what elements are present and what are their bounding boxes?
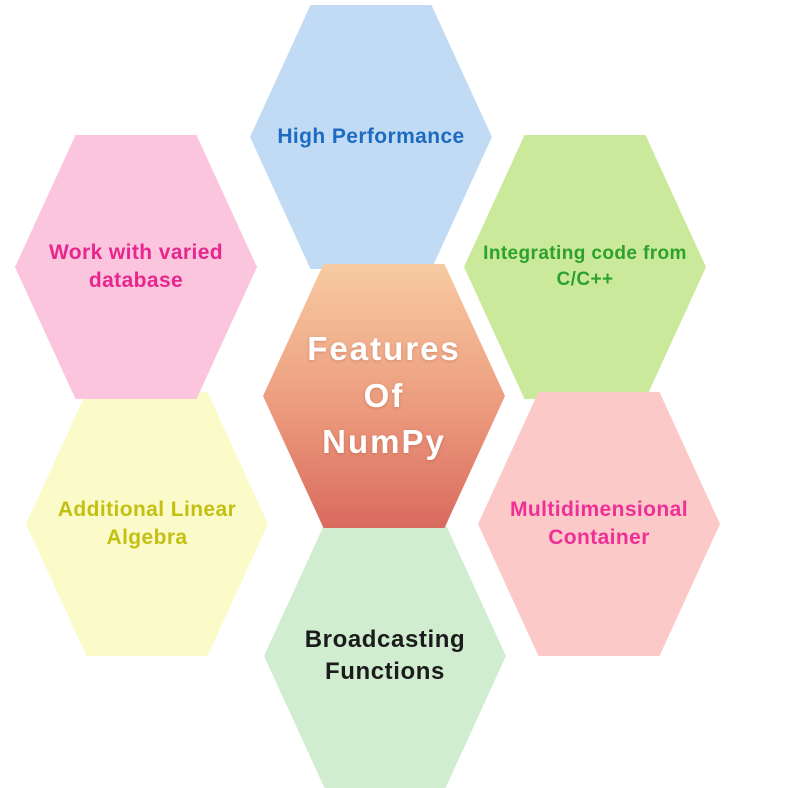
hexagon-label-integrating-code: Integrating code from C/C++: [483, 243, 687, 290]
hexagon-label-additional-linear-algebra: Additional Linear Algebra: [57, 497, 237, 549]
hexagon-integrating-code: Integrating code from C/C++: [464, 135, 706, 399]
hexagon-high-performance: High Performance: [250, 5, 492, 269]
hexagon-additional-linear-algebra: Additional Linear Algebra: [26, 392, 268, 656]
hexagon-label-broadcasting-functions: Broadcasting Functions: [304, 625, 466, 685]
hexagon-work-with-varied-database: Work with varied database: [15, 135, 257, 399]
hexagon-broadcasting-functions: Broadcasting Functions: [264, 524, 506, 788]
hexagon-label-work-with-varied-database: Work with varied database: [48, 240, 224, 292]
hexagon-label-high-performance: High Performance: [277, 124, 465, 148]
hexagon-multidimensional-container: Multidimensional Container: [478, 392, 720, 656]
hexagon-label-multidimensional-container: Multidimensional Container: [510, 497, 688, 549]
center-hexagon: Features Of NumPy: [263, 264, 505, 528]
center-label: Features Of NumPy: [307, 329, 461, 461]
